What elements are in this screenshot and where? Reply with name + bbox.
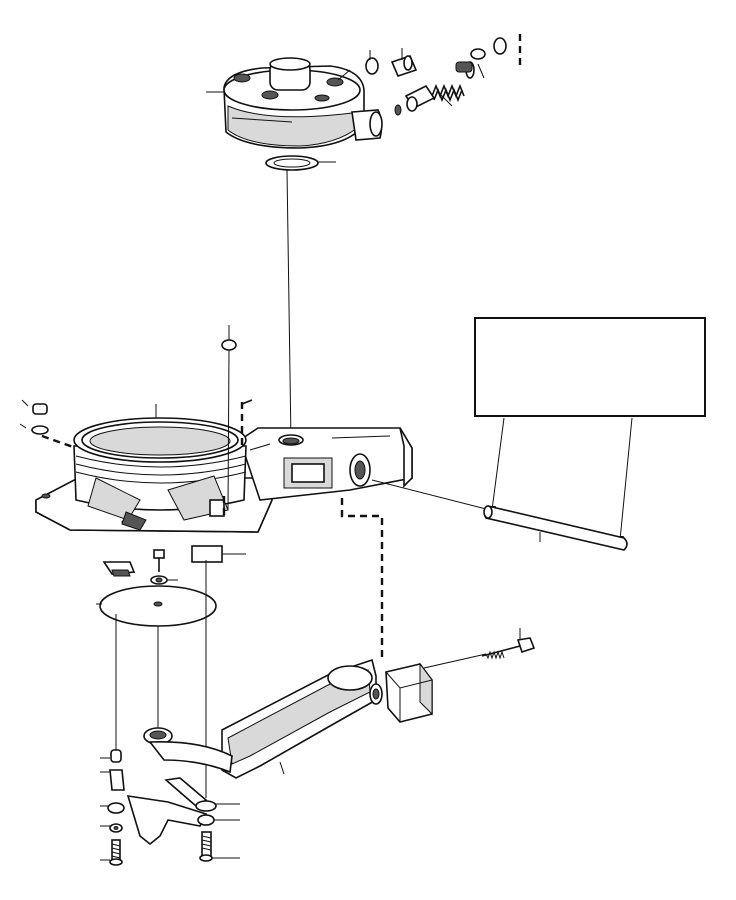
fitting-icon[interactable] [365,48,418,77]
plate-icon[interactable] [96,585,217,627]
clip-icon[interactable] [102,545,246,577]
spring-icon[interactable] [431,34,522,103]
dashed-guide [340,498,384,658]
lever-icon[interactable] [126,658,383,846]
pin-icon[interactable] [371,479,628,551]
alignment-line [286,169,292,443]
plunger-icon[interactable] [394,84,453,116]
washer-icon[interactable] [100,749,125,833]
leader-line [337,69,351,81]
screw-icon[interactable] [221,325,237,520]
screw-icon[interactable] [150,549,178,585]
callout-box [474,317,706,546]
screw-icon[interactable] [199,831,240,862]
gasket-icon[interactable] [265,155,336,171]
washer-icon[interactable] [19,399,77,450]
counterweight-icon[interactable] [385,662,433,723]
washer-icon[interactable] [197,803,240,826]
housing-cover-icon[interactable] [223,57,383,149]
housing-icon[interactable] [35,417,413,533]
leader-line [241,399,253,405]
bolt-icon[interactable] [423,628,536,669]
screw-icon[interactable] [100,839,123,866]
